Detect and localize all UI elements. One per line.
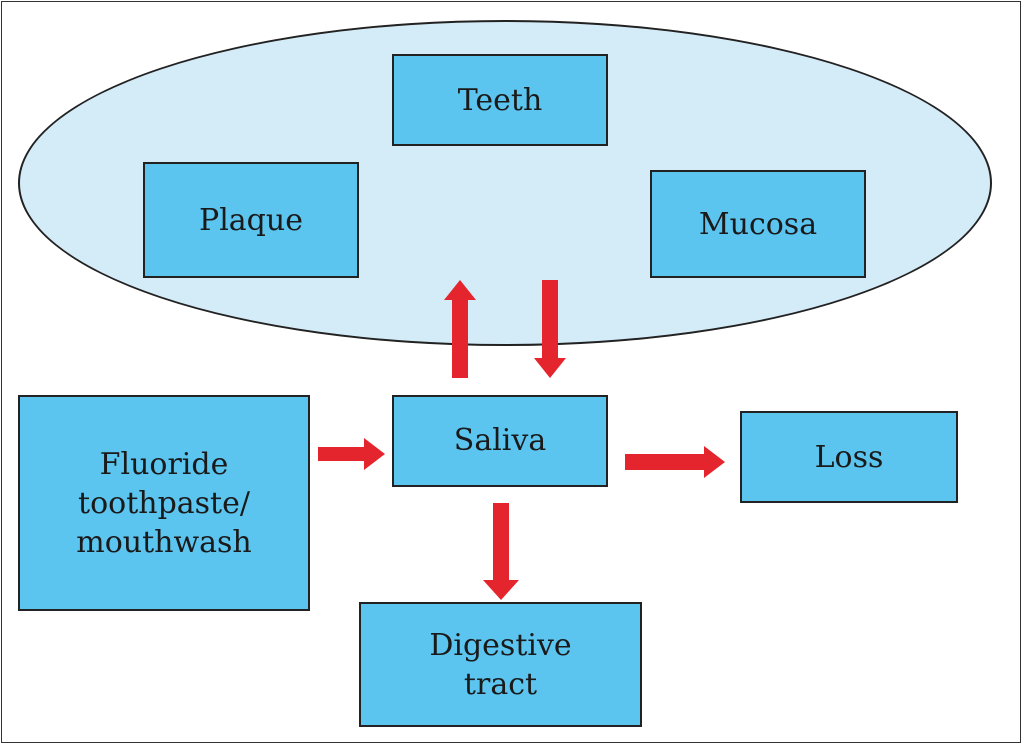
arrow-oral-tissues-to-saliva [534, 280, 566, 378]
node-loss: Loss [740, 411, 958, 503]
node-saliva: Saliva [392, 395, 608, 487]
arrow-saliva-to-digestive-tract [483, 503, 519, 600]
node-teeth: Teeth [392, 54, 608, 146]
arrow-saliva-to-loss [625, 446, 725, 478]
node-digestive-tract: Digestive tract [359, 602, 642, 727]
node-mucosa: Mucosa [650, 170, 866, 278]
arrow-fluoride-to-saliva [318, 438, 385, 470]
node-plaque: Plaque [143, 162, 359, 278]
arrow-saliva-to-oral-tissues [444, 280, 476, 378]
node-fluoride-toothpaste-mouthwash: Fluoride toothpaste/ mouthwash [18, 395, 310, 611]
